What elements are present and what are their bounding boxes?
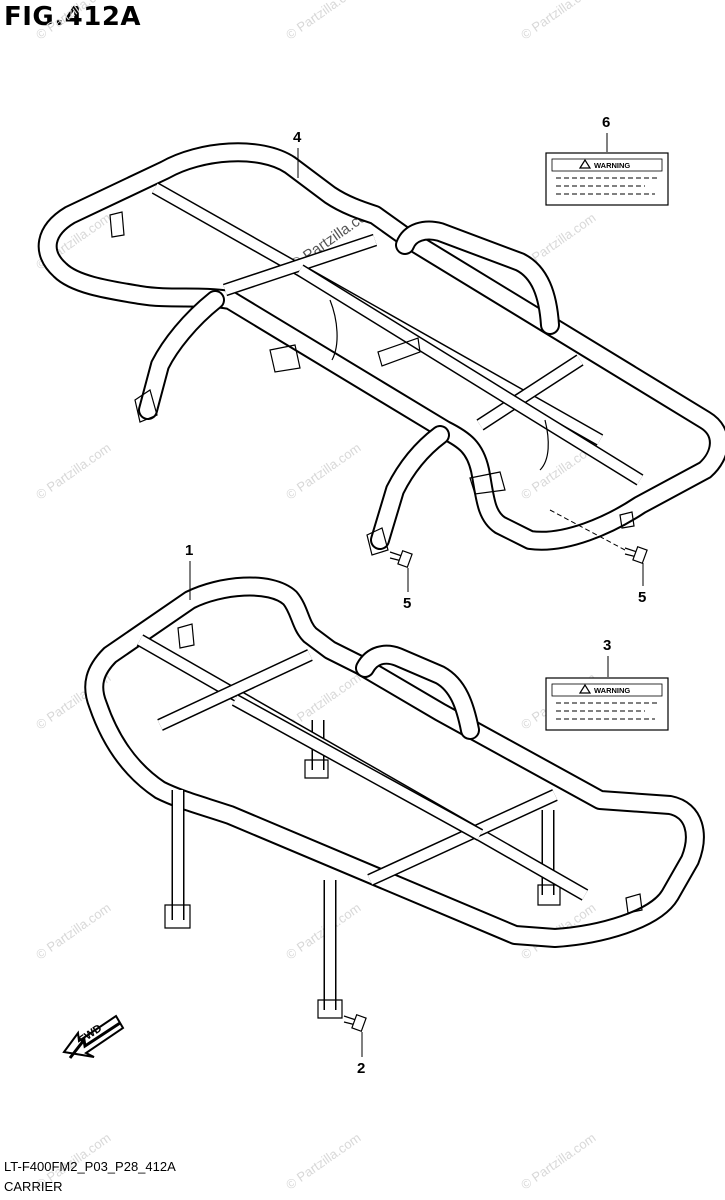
- callout-number: 2: [357, 1060, 365, 1077]
- forward-direction-arrow: FWD: [62, 1014, 125, 1059]
- callout-number: 3: [603, 637, 611, 654]
- watermark: © Partzilla.com: [518, 0, 598, 42]
- watermark: © Partzilla.com: [518, 1130, 598, 1193]
- figure-name: CARRIER: [4, 1179, 63, 1194]
- warning-label-heading: WARNING: [594, 686, 630, 695]
- warning-label-heading: WARNING: [594, 161, 630, 170]
- watermark: © Partzilla.com: [283, 440, 363, 503]
- callout-number: 4: [293, 129, 302, 146]
- watermark: © Partzilla.com: [283, 900, 363, 963]
- callout-number: 1: [185, 542, 193, 559]
- watermark: © Partzilla.com: [33, 900, 113, 963]
- bolt-part-5: [389, 549, 413, 569]
- watermark: © Partzilla.com: [33, 0, 113, 42]
- figure-title: FIG.412A: [4, 2, 142, 32]
- figure-code: LT-F400FM2_P03_P28_412A: [4, 1159, 176, 1174]
- warning-label-part-3: WARNING: [545, 677, 669, 731]
- watermark: © Partzilla.com: [283, 0, 363, 42]
- watermark: © Partzilla.com: [33, 440, 113, 503]
- callout-5-right: 5: [638, 563, 646, 606]
- callout-4: 4: [293, 129, 302, 178]
- callout-number: 6: [602, 114, 610, 131]
- figure-footer: LT-F400FM2_P03_P28_412A CARRIER: [4, 1157, 176, 1197]
- warning-label-part-6: WARNING: [545, 152, 669, 206]
- bolt-part-2: [343, 1013, 367, 1033]
- upper-carrier-part-4: [37, 142, 725, 556]
- callout-3: 3: [603, 637, 611, 677]
- callout-5-left: 5: [403, 568, 411, 612]
- lower-carrier-part-1: [84, 576, 705, 1019]
- watermark: © Partzilla.com: [283, 1130, 363, 1193]
- callout-number: 5: [403, 595, 411, 612]
- callout-1: 1: [185, 542, 193, 600]
- callout-number: 5: [638, 589, 646, 606]
- callout-2: 2: [357, 1032, 365, 1077]
- bolt-part-5: [624, 545, 648, 565]
- callout-6: 6: [602, 114, 610, 152]
